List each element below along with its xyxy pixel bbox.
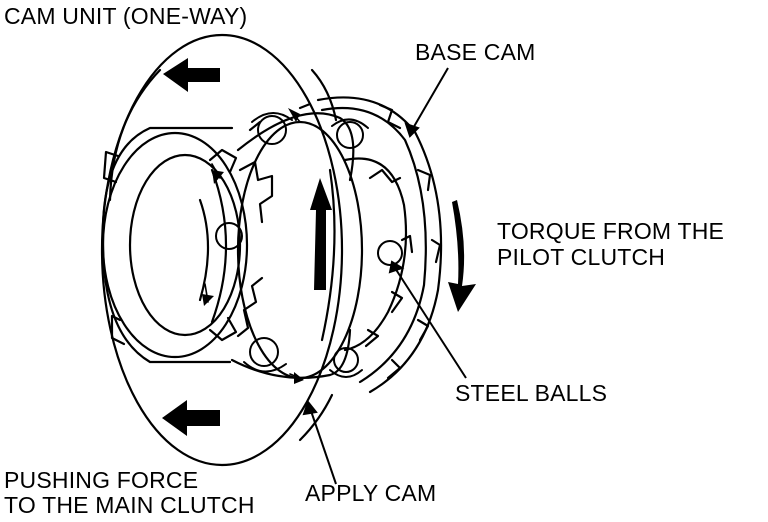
pushing-force-label-line2: TO THE MAIN CLUTCH xyxy=(4,492,255,518)
base-cam-leader xyxy=(411,67,449,131)
steel-balls xyxy=(215,112,403,378)
steel-balls-leader xyxy=(394,267,467,379)
apply-cam-rotation-arrow xyxy=(310,178,332,290)
base-cam-label: BASE CAM xyxy=(415,39,536,65)
apply-cam-leader xyxy=(309,407,337,485)
front-sleeve xyxy=(101,126,249,364)
torque-label-line2: PILOT CLUTCH xyxy=(497,244,666,270)
cam-disc xyxy=(100,33,344,467)
pushing-arrow-top xyxy=(163,58,220,92)
pushing-arrow-bottom xyxy=(162,400,220,436)
base-cam xyxy=(316,96,443,394)
torque-arrow xyxy=(448,200,476,312)
pushing-force-label-line1: PUSHING FORCE xyxy=(4,467,199,493)
big-arrows xyxy=(162,58,476,436)
steel-balls-label: STEEL BALLS xyxy=(455,380,608,406)
torque-label-line1: TORQUE FROM THE xyxy=(497,218,725,244)
internal-arrowheads xyxy=(202,108,304,384)
cam-unit-label: CAM UNIT (ONE-WAY) xyxy=(4,3,248,29)
apply-cam-label: APPLY CAM xyxy=(305,480,437,506)
leader-lines xyxy=(302,67,467,485)
